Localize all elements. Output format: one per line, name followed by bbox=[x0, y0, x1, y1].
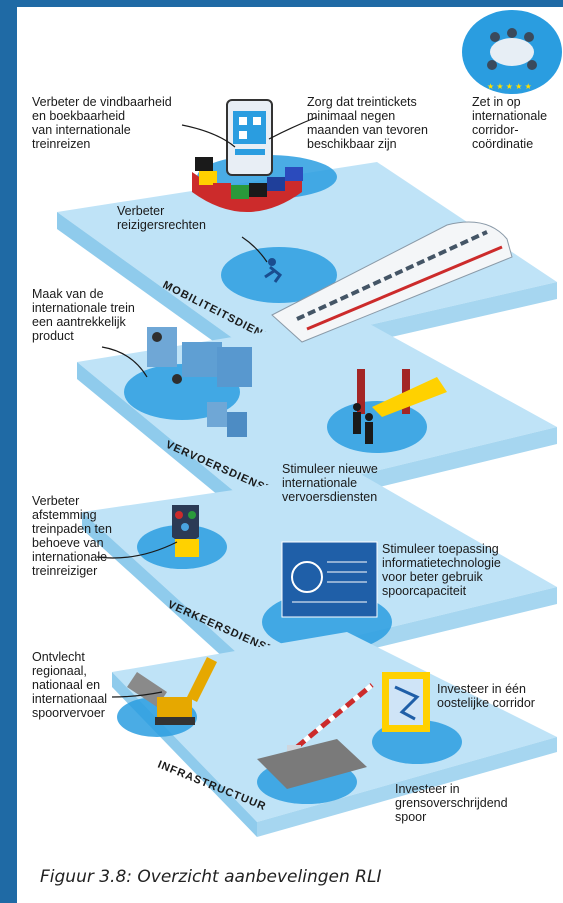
layers-illustration: MOBILITEITSDIENSTEN VERVOERSDIENSTEN VER… bbox=[57, 10, 562, 837]
eu-stars-icon: ★ ★ ★ ★ ★ bbox=[487, 82, 532, 91]
label-eastern-corridor: Investeer in één oostelijke corridor bbox=[437, 682, 535, 710]
label-cross-border: Investeer in grensoverschrijdend spoor bbox=[395, 782, 508, 824]
label-it-capacity: Stimuleer toepassing informatietechnolog… bbox=[382, 542, 501, 598]
leader-lines bbox=[96, 116, 318, 698]
it-dashboard-illustration bbox=[281, 541, 378, 618]
label-disentangle: Ontvlecht regionaal, nationaal en intern… bbox=[32, 650, 108, 720]
level-crossing-illustration bbox=[257, 683, 374, 789]
label-corridor-coordination: Zet in op internationale corridor- coörd… bbox=[472, 95, 548, 151]
phone-flags-illustration bbox=[192, 99, 303, 212]
billboard-illustration bbox=[382, 672, 430, 732]
excavator-illustration bbox=[127, 657, 217, 725]
label-align-paths: Verbeter afstemming treinpaden ten behoe… bbox=[32, 494, 112, 578]
top-border bbox=[0, 0, 563, 7]
train-illustration bbox=[271, 221, 513, 343]
label-attractive-train: Maak van de internationale trein een aan… bbox=[32, 287, 135, 343]
label-findability: Verbeter de vindbaarheid en boekbaarheid… bbox=[32, 95, 172, 151]
diagram-stage: MOBILITEITSDIENSTEN VERVOERSDIENSTEN VER… bbox=[17, 7, 563, 857]
label-passenger-rights: Verbeter reizigersrechten bbox=[117, 204, 206, 232]
eu-meeting-illustration: ★ ★ ★ ★ ★ bbox=[462, 10, 562, 94]
runner-icon bbox=[264, 258, 283, 283]
station-illustration bbox=[353, 369, 447, 444]
train-interior-illustration bbox=[147, 327, 252, 437]
left-border bbox=[0, 0, 17, 903]
label-tickets: Zorg dat treintickets minimaal negen maa… bbox=[307, 95, 428, 151]
railway-signal-illustration bbox=[172, 505, 199, 557]
label-new-services: Stimuleer nieuwe internationale vervoers… bbox=[282, 462, 378, 504]
layer-infrastructure: INFRASTRUCTUUR bbox=[112, 632, 557, 837]
figure-caption: Figuur 3.8: Overzicht aanbevelingen RLI bbox=[40, 867, 382, 887]
